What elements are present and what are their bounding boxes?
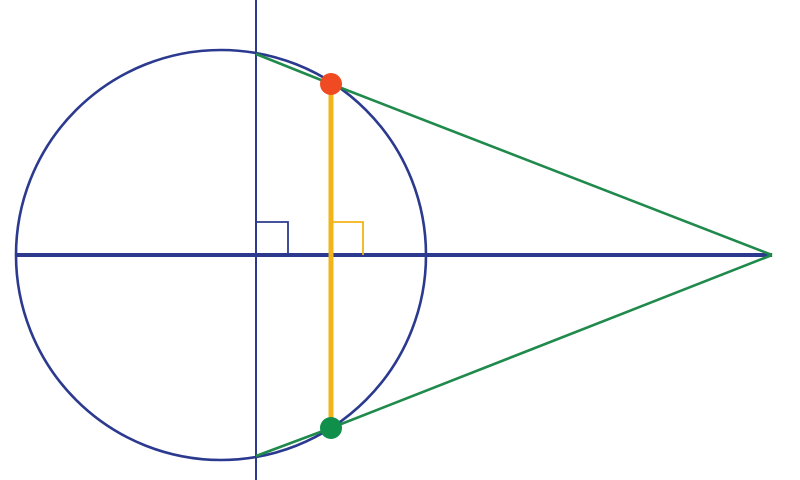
lower-tangent-extension — [255, 426, 332, 458]
upper-tangent-line — [330, 82, 773, 257]
chord-right-angle-mark — [331, 221, 364, 255]
upper-tangent-extension — [255, 52, 332, 86]
lower-tangent-point — [320, 417, 342, 439]
lower-tangent-line — [330, 253, 773, 430]
upper-tangent-point — [320, 73, 342, 95]
center-right-angle-mark — [256, 221, 289, 255]
